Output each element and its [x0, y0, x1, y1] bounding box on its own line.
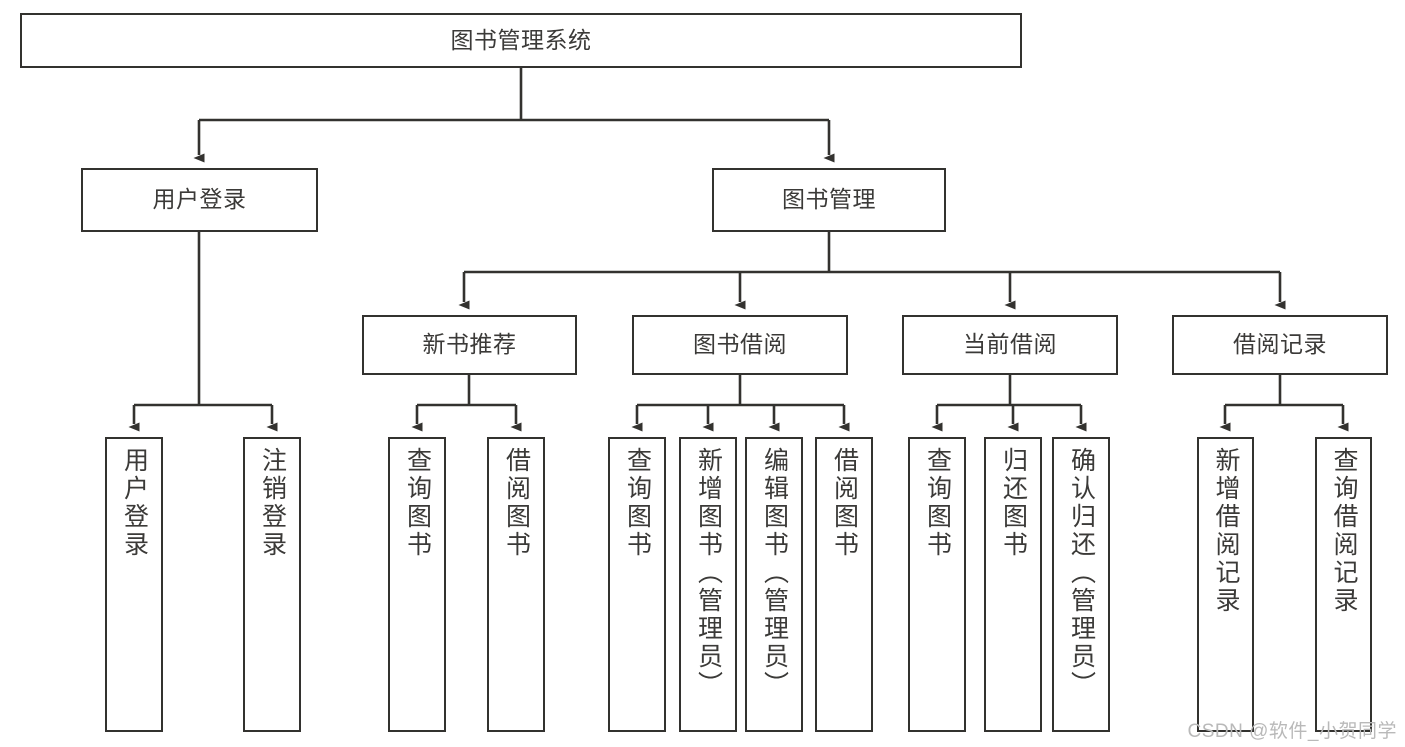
node-leaf-confirm-return[interactable]: 确认归还（管理员） — [1052, 437, 1110, 732]
node-new-book-rec-label: 新书推荐 — [422, 331, 517, 358]
node-current-borrow[interactable]: 当前借阅 — [902, 315, 1118, 375]
node-book-manage[interactable]: 图书管理 — [712, 168, 946, 232]
node-root-label: 图书管理系统 — [450, 26, 592, 53]
node-leaf-query-book-1-label: 查询图书 — [403, 447, 432, 559]
node-leaf-borrow-book-1[interactable]: 借阅图书 — [487, 437, 545, 732]
node-leaf-logout-label: 注销登录 — [258, 447, 287, 559]
node-leaf-query-book-3[interactable]: 查询图书 — [908, 437, 966, 732]
node-leaf-add-book[interactable]: 新增图书（管理员） — [679, 437, 737, 732]
node-book-manage-label: 图书管理 — [782, 186, 876, 213]
node-user-login[interactable]: 用户登录 — [81, 168, 318, 232]
node-leaf-confirm-return-label: 确认归还（管理员） — [1067, 447, 1096, 699]
node-leaf-user-login-label: 用户登录 — [120, 447, 149, 559]
node-new-book-rec[interactable]: 新书推荐 — [362, 315, 577, 375]
node-leaf-return-book[interactable]: 归还图书 — [984, 437, 1042, 732]
node-leaf-add-book-label: 新增图书（管理员） — [694, 447, 723, 699]
node-leaf-add-record[interactable]: 新增借阅记录 — [1197, 437, 1254, 732]
node-borrow-record[interactable]: 借阅记录 — [1172, 315, 1388, 375]
node-leaf-borrow-book-2-label: 借阅图书 — [830, 447, 859, 559]
node-current-borrow-label: 当前借阅 — [963, 331, 1057, 358]
node-leaf-query-book-3-label: 查询图书 — [923, 447, 952, 559]
node-borrow-record-label: 借阅记录 — [1233, 331, 1327, 358]
node-book-borrow-label: 图书借阅 — [693, 331, 787, 358]
node-leaf-borrow-book-2[interactable]: 借阅图书 — [815, 437, 873, 732]
node-leaf-query-book-2-label: 查询图书 — [623, 447, 652, 559]
node-book-borrow[interactable]: 图书借阅 — [632, 315, 848, 375]
node-root[interactable]: 图书管理系统 — [20, 13, 1022, 68]
node-leaf-edit-book-label: 编辑图书（管理员） — [760, 447, 789, 699]
csdn-watermark: CSDN @软件_小贺同学 — [1187, 721, 1397, 742]
node-leaf-return-book-label: 归还图书 — [999, 447, 1028, 559]
node-leaf-query-record-label: 查询借阅记录 — [1330, 447, 1358, 615]
node-user-login-label: 用户登录 — [152, 186, 247, 213]
node-leaf-logout[interactable]: 注销登录 — [243, 437, 301, 732]
node-leaf-query-book-1[interactable]: 查询图书 — [388, 437, 446, 732]
node-leaf-add-record-label: 新增借阅记录 — [1212, 447, 1240, 615]
node-leaf-borrow-book-1-label: 借阅图书 — [502, 447, 531, 559]
node-leaf-query-record[interactable]: 查询借阅记录 — [1315, 437, 1372, 732]
node-leaf-edit-book[interactable]: 编辑图书（管理员） — [745, 437, 803, 732]
node-leaf-query-book-2[interactable]: 查询图书 — [608, 437, 666, 732]
node-leaf-user-login[interactable]: 用户登录 — [105, 437, 163, 732]
